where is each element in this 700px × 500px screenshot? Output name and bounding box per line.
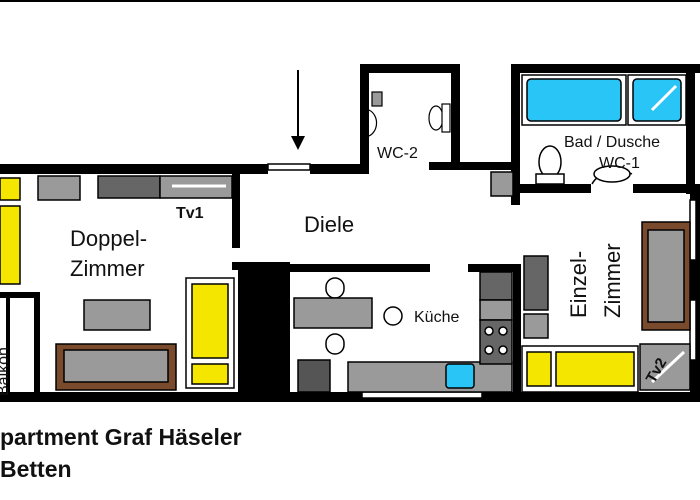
room-label-einzel-line2: Zimmer — [600, 243, 625, 318]
cabinet — [523, 313, 549, 339]
room-label-einzel-line1: Einzel- — [566, 251, 591, 318]
shoe-cabinet — [490, 171, 514, 197]
cabinet-top-left — [37, 175, 81, 201]
wc2-fixtures — [368, 91, 451, 137]
beds-count: Betten — [0, 456, 72, 482]
fridge — [479, 271, 513, 301]
tv1-label: Tv1 — [176, 205, 204, 222]
kitchen-chair-icon — [383, 306, 403, 326]
toilet-icon — [538, 145, 562, 179]
room-label-balkon: Balkon — [0, 347, 12, 396]
dining-table — [293, 297, 373, 329]
apartment-title: partment Graf Häseler — [0, 424, 242, 450]
room-label-bad-line1: Bad / Dusche — [564, 134, 660, 151]
wardrobe — [523, 255, 549, 311]
room-label-kueche: Küche — [414, 309, 459, 326]
bad-fixtures — [521, 74, 687, 185]
counter — [347, 361, 513, 393]
kitchen-furniture — [293, 271, 513, 393]
cabinet — [297, 359, 331, 393]
room-label-doppel-line1: Doppel- — [70, 226, 147, 251]
wardrobe — [97, 175, 161, 199]
room-label-doppel-line2: Zimmer — [70, 256, 145, 281]
toilet-icon — [428, 105, 444, 131]
bed-left-main — [0, 205, 21, 285]
table — [83, 299, 151, 331]
room-label-bad-line2: WC-1 — [599, 155, 640, 172]
stove — [479, 319, 513, 365]
sink — [445, 363, 475, 389]
chair — [325, 277, 345, 299]
entrance-arrow-icon — [291, 70, 305, 150]
doppel-furniture — [0, 175, 235, 391]
einzel-furniture — [521, 221, 691, 393]
room-label-diele: Diele — [304, 212, 354, 237]
bed-left-top — [0, 177, 21, 201]
room-label-wc2: WC-2 — [377, 145, 418, 162]
diele-fixtures — [490, 171, 514, 197]
tv2-stand — [639, 343, 691, 391]
walls — [0, 0, 700, 402]
chair — [325, 333, 345, 355]
